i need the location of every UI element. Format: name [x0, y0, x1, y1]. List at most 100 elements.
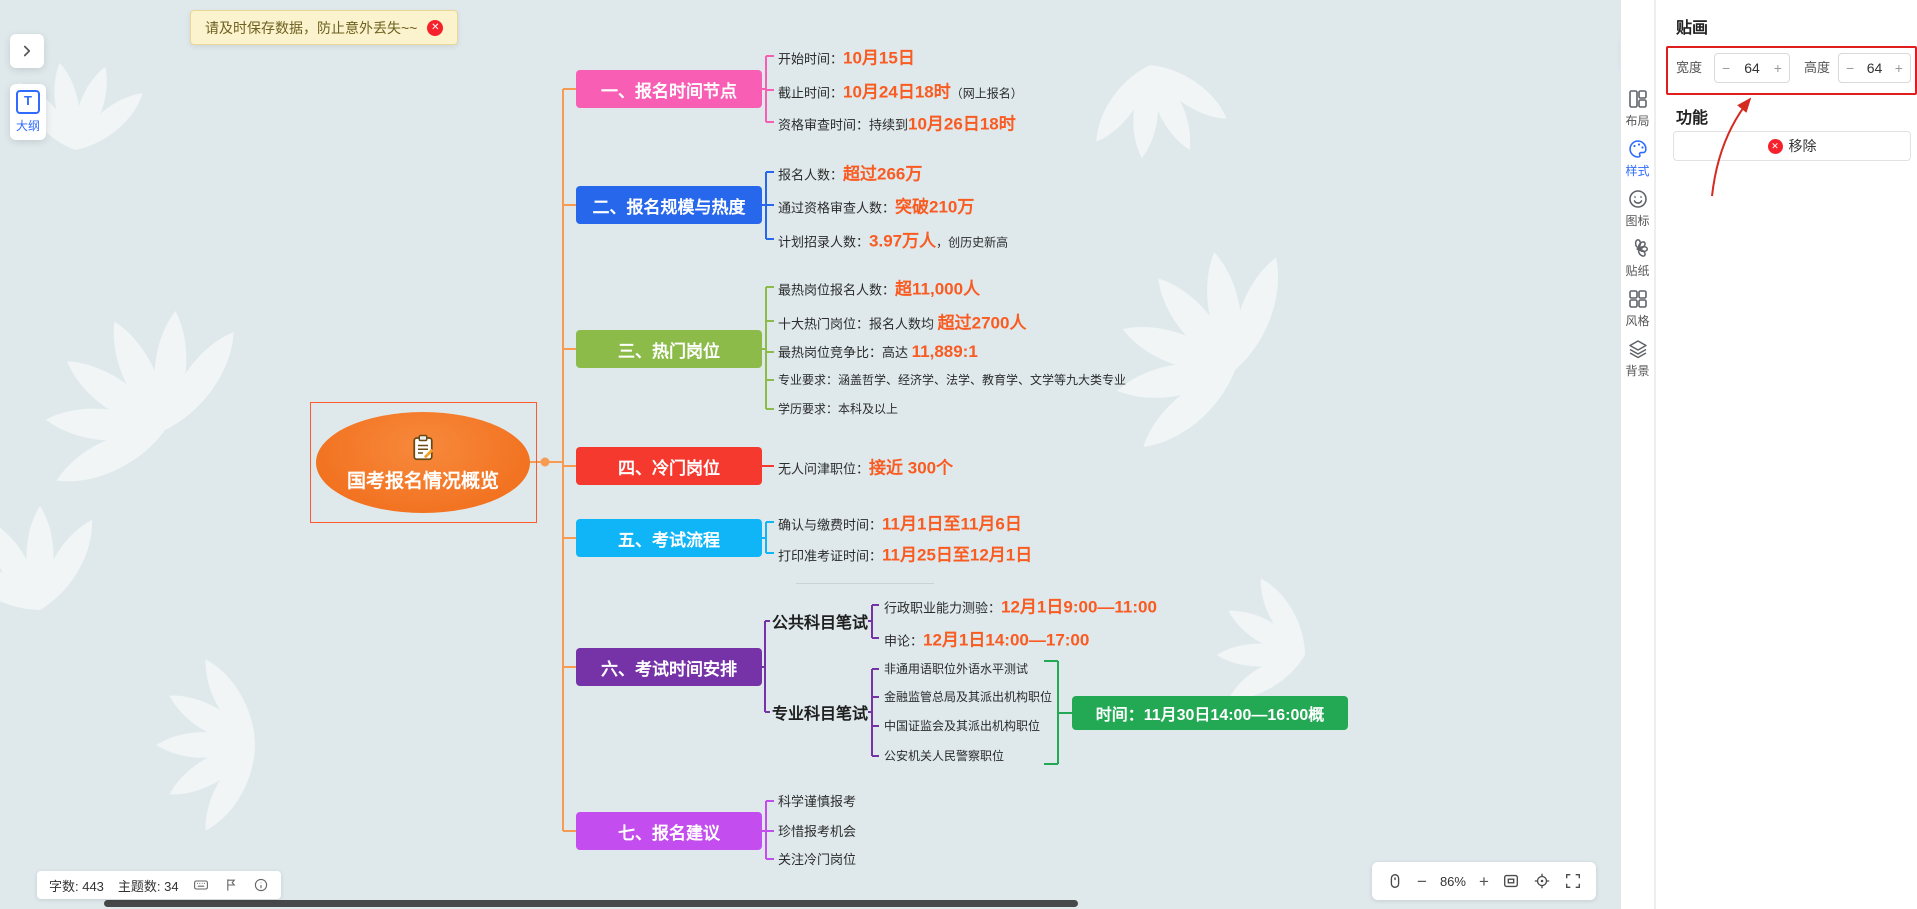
child-topic[interactable]: 截止时间：10月24日18时（网上报名） [778, 78, 1023, 103]
topic-count: 主题数: 34 [117, 878, 179, 894]
topic-text: 计划招录人数： [778, 234, 870, 250]
branch-1-bracket [762, 55, 774, 123]
topic-highlight: 10月15日 [843, 48, 915, 68]
toolbar-item-layout[interactable]: 布局 [1620, 88, 1655, 138]
branch-node-7[interactable]: 七、报名建议 [576, 812, 762, 850]
branch-3-bracket [762, 286, 774, 410]
horizontal-scrollbar[interactable] [104, 900, 1078, 907]
toast-text: 请及时保存数据，防止意外丢失~~ [205, 19, 418, 36]
branch-node-1[interactable]: 一、报名时间节点 [576, 70, 762, 108]
child-topic[interactable]: 最热岗位报名人数：超11,000人 [778, 275, 980, 300]
mindmap-canvas[interactable]: 国考报名情况概览 一、报名时间节点 二、报名规模与热度 三、热门岗位 四、冷门岗… [0, 0, 1620, 909]
topic-text: 非通用语职位外语水平测试 [884, 662, 1029, 676]
width-label: 宽度 [1676, 60, 1703, 75]
child-topic[interactable]: 无人问津职位：接近 300个 [778, 454, 953, 479]
child-topic[interactable]: 十大热门岗位：报名人数均 超过2700人 [778, 309, 1026, 334]
height-stepper[interactable]: − 64 + [1838, 53, 1911, 83]
branch-node-6[interactable]: 六、考试时间安排 [576, 648, 762, 686]
child-topic[interactable]: 非通用语职位外语水平测试 [884, 660, 1028, 678]
right-toolbar [1620, 0, 1655, 909]
outline-view-button[interactable]: T 大纲 [10, 84, 46, 140]
topic-text: 申论： [884, 633, 924, 649]
toolbar-item-theme[interactable]: 风格 [1620, 288, 1655, 338]
child-topic[interactable]: 资格审查时间：持续到10月26日18时 [778, 110, 1016, 135]
topic-text: 金融监管总局及其派出机构职位 [884, 690, 1053, 704]
branch-node-3[interactable]: 三、热门岗位 [576, 330, 762, 368]
theme-grid-icon [1628, 290, 1647, 308]
child-topic[interactable]: 科学谨慎报考 [778, 791, 856, 811]
toolbar-item-label: 背景 [1625, 364, 1650, 378]
child-topic[interactable]: 公安机关人民警察职位 [884, 747, 1004, 765]
info-icon[interactable] [253, 877, 269, 893]
width-decrease-button[interactable]: − [1722, 60, 1731, 76]
child-topic[interactable]: 打印准考证时间：11月25日至12月1日 [778, 541, 1032, 566]
child-topic[interactable]: 行政职业能力测验：12月1日9:00—11:00 [884, 593, 1157, 618]
child-topic[interactable]: 学历要求：本科及以上 [778, 400, 898, 418]
branch-node-5[interactable]: 五、考试流程 [576, 519, 762, 557]
width-value: 64 [1744, 60, 1760, 76]
function-section-title: 功能 [1676, 110, 1709, 127]
child-topic[interactable]: 报名人数：超过266万 [778, 160, 922, 185]
topic-text: 确认与缴费时间： [778, 517, 883, 533]
group-node-professional-subjects[interactable]: 专业科目笔试 [772, 706, 869, 723]
expand-sidebar-button[interactable] [10, 34, 44, 68]
child-topic[interactable]: 金融监管总局及其派出机构职位 [884, 688, 1052, 706]
toolbar-item-icons[interactable]: 图标 [1620, 188, 1655, 238]
flag-icon[interactable] [223, 877, 239, 893]
branch-node-4[interactable]: 四、冷门岗位 [576, 447, 762, 485]
toolbar-item-stickers[interactable]: 贴纸 [1620, 238, 1655, 288]
child-topic[interactable]: 计划招录人数：3.97万人，创历史新高 [778, 227, 1008, 252]
width-increase-button[interactable]: + [1773, 60, 1782, 76]
width-stepper[interactable]: − 64 + [1714, 53, 1790, 83]
zoom-out-button[interactable]: − [1417, 871, 1427, 891]
child-topic[interactable]: 确认与缴费时间：11月1日至11月6日 [778, 510, 1022, 535]
height-decrease-button[interactable]: − [1846, 60, 1855, 76]
topic-text: 无人问津职位： [778, 461, 870, 477]
topic-text: 行政职业能力测验： [884, 600, 1002, 616]
topic-highlight: 突破210万 [895, 197, 975, 217]
remove-sticker-button[interactable]: ✕ 移除 [1673, 131, 1911, 161]
remove-label: 移除 [1788, 138, 1817, 154]
child-topic[interactable]: 关注冷门岗位 [778, 849, 856, 869]
branch-label: 七、报名建议 [618, 823, 720, 843]
summary-label: 时间：11月30日14:00—16:00概 [1095, 707, 1325, 724]
topic-highlight: 超11,000人 [895, 279, 981, 299]
topic-highlight: 10月26日18时 [908, 114, 1016, 134]
summary-node-exam-time[interactable]: 时间：11月30日14:00—16:00概 [1072, 696, 1348, 730]
fullscreen-icon[interactable] [1564, 872, 1582, 890]
branch-label: 三、热门岗位 [618, 341, 720, 361]
keyboard-shortcuts-icon[interactable] [193, 877, 209, 893]
toolbar-item-style[interactable]: 样式 [1620, 138, 1655, 188]
root-node[interactable]: 国考报名情况概览 [316, 412, 530, 513]
child-topic[interactable]: 专业要求：涵盖哲学、经济学、法学、教育学、文学等九大类专业 [778, 371, 1126, 389]
toolbar-item-label: 样式 [1625, 164, 1650, 178]
group-node-public-subjects[interactable]: 公共科目笔试 [772, 615, 869, 632]
zoom-in-button[interactable]: + [1478, 871, 1489, 891]
locate-center-icon[interactable] [1533, 872, 1551, 890]
save-reminder-toast: 请及时保存数据，防止意外丢失~~ ✕ [190, 10, 459, 45]
child-topic[interactable]: 中国证监会及其派出机构职位 [884, 717, 1040, 735]
topic-text: 报名人数： [778, 167, 844, 183]
word-count: 字数: 443 [49, 878, 104, 894]
topic-text: 截止时间： [778, 85, 844, 101]
layout-icon [1628, 90, 1647, 108]
topic-highlight: 3.97万人 [869, 231, 937, 251]
branch-label: 五、考试流程 [618, 530, 720, 550]
toast-close-icon[interactable]: ✕ [427, 19, 444, 36]
height-increase-button[interactable]: + [1894, 60, 1903, 76]
height-label: 高度 [1804, 60, 1831, 75]
child-topic[interactable]: 珍惜报考机会 [778, 821, 856, 841]
child-topic[interactable]: 最热岗位竞争比：高达 11,889:1 [778, 342, 978, 362]
branch-node-2[interactable]: 二、报名规模与热度 [576, 186, 762, 224]
topic-highlight: 10月24日18时 [843, 82, 951, 102]
toolbar-item-background[interactable]: 背景 [1620, 338, 1655, 388]
collapse-handle-dot[interactable] [540, 457, 550, 467]
mouse-mode-icon[interactable] [1386, 872, 1404, 890]
child-topic[interactable]: 申论：12月1日14:00—17:00 [884, 626, 1089, 651]
section-divider-line [796, 583, 934, 584]
fit-screen-icon[interactable] [1502, 872, 1520, 890]
zoom-level[interactable]: 86% [1439, 873, 1466, 889]
child-topic[interactable]: 通过资格审查人数：突破210万 [778, 193, 974, 218]
child-topic[interactable]: 开始时间：10月15日 [778, 44, 915, 69]
topic-text: 最热岗位报名人数： [778, 282, 896, 298]
